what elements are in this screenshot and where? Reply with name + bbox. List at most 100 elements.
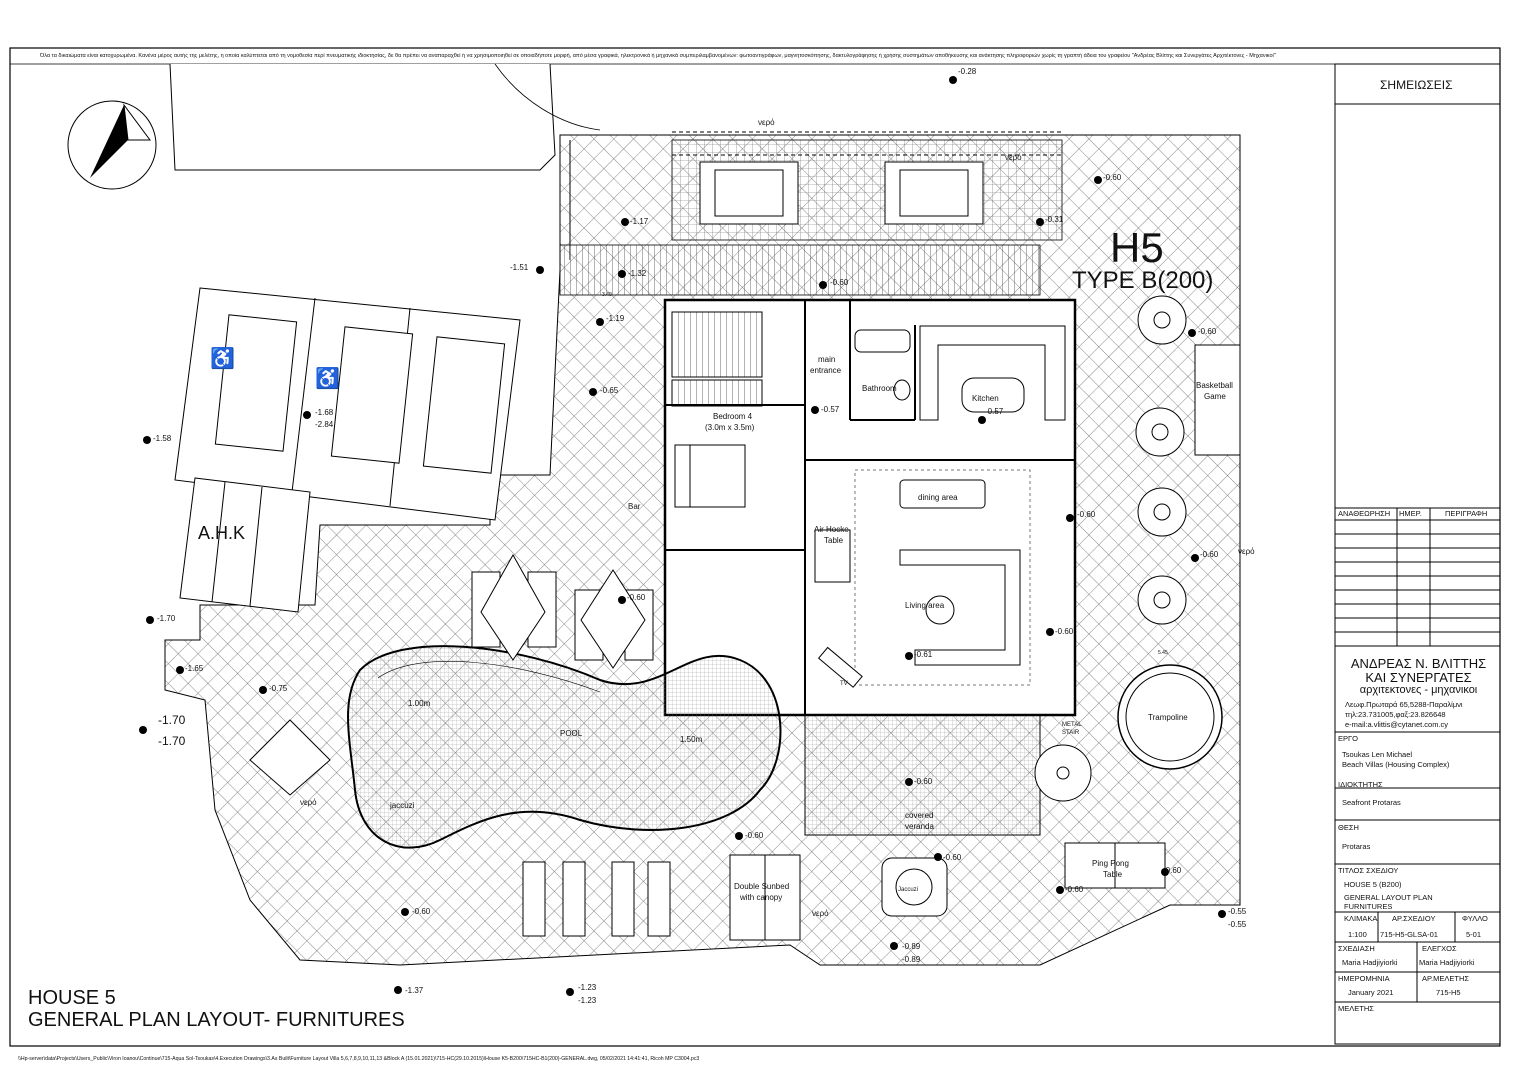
svg-text:Bedroom 4: Bedroom 4 bbox=[713, 412, 753, 421]
svg-text:-0.60: -0.60 bbox=[943, 853, 962, 862]
basketball-game bbox=[1194, 344, 1241, 456]
svg-text:Bar: Bar bbox=[628, 502, 641, 511]
svg-text:TV: TV bbox=[840, 681, 848, 687]
svg-text:-0.60: -0.60 bbox=[1055, 627, 1074, 636]
house-code: H5 bbox=[1110, 224, 1164, 271]
svg-text:-0.60: -0.60 bbox=[1103, 173, 1122, 182]
svg-text:-0.60: -0.60 bbox=[1065, 885, 1084, 894]
svg-text:νερό: νερό bbox=[758, 118, 775, 127]
svg-text:♿: ♿ bbox=[210, 346, 235, 370]
svg-text:Living area: Living area bbox=[905, 601, 945, 610]
svg-text:-1.65: -1.65 bbox=[185, 664, 204, 673]
owner-value: Seafront Protaras bbox=[1342, 798, 1401, 807]
revision-col-1: ΑΝΑΘΕΩΡΗΣΗ bbox=[1338, 509, 1391, 518]
svg-text:νερό: νερό bbox=[812, 909, 829, 918]
plan-labels: H5 TYPE B(200) Α.Η.Κ main entrance Bathr… bbox=[153, 67, 1255, 1005]
drawn-value: Maria Hadjiyiorki bbox=[1342, 958, 1398, 967]
svg-text:-0.60: -0.60 bbox=[412, 907, 431, 916]
svg-text:-1.51: -1.51 bbox=[510, 263, 529, 272]
svg-text:νερό: νερό bbox=[300, 798, 317, 807]
svg-text:-1.17: -1.17 bbox=[630, 217, 649, 226]
project-name-1: Tsoukas Len Michael bbox=[1342, 750, 1413, 759]
scale-value: 1:100 bbox=[1348, 930, 1367, 939]
firm-email: e-mail:a.vlittis@cytanet.com.cy bbox=[1345, 720, 1449, 729]
trees bbox=[1135, 295, 1187, 625]
title-block-frame bbox=[1334, 63, 1501, 1045]
svg-text:Ping Pong: Ping Pong bbox=[1092, 859, 1129, 868]
study-label: ΜΕΛΕΤΗΣ bbox=[1338, 1004, 1374, 1013]
drawing-no-value: 715-H5-GLSA-01 bbox=[1380, 930, 1438, 939]
left-parking-bays: ♿ ♿ bbox=[174, 287, 521, 521]
firm-phone: τηλ:23.731005,φαξ:23.826648 bbox=[1345, 710, 1446, 719]
revision-col-3: ΠΕΡΙΓΡΑΦΗ bbox=[1445, 509, 1488, 518]
covered-veranda bbox=[804, 714, 1041, 836]
svg-text:5.45: 5.45 bbox=[1158, 650, 1168, 656]
svg-text:-1.70: -1.70 bbox=[157, 614, 176, 623]
notes-header: ΣΗΜΕΙΩΣΕΙΣ bbox=[1380, 78, 1453, 92]
drawn-label: ΣΧΕΔΙΑΣΗ bbox=[1338, 944, 1375, 953]
drawing-title-label: ΤΙΤΛΟΣ ΣΧΕΔΙΟΥ bbox=[1338, 866, 1399, 875]
svg-text:dining area: dining area bbox=[918, 493, 958, 502]
revision-col-2: ΗΜΕΡ. bbox=[1399, 509, 1422, 518]
svg-text:-0.57: -0.57 bbox=[985, 407, 1004, 416]
svg-text:-0.60: -0.60 bbox=[627, 593, 646, 602]
firm-name-3: αρχιτεκτονες - μηχανικοι bbox=[1359, 684, 1478, 696]
project-label: ΕΡΓΟ bbox=[1338, 734, 1358, 743]
svg-text:-1.37: -1.37 bbox=[405, 986, 424, 995]
umbrellas bbox=[249, 553, 646, 796]
svg-text:-0.60: -0.60 bbox=[1198, 327, 1217, 336]
svg-text:-1.23: -1.23 bbox=[578, 996, 597, 1005]
svg-text:-0.60: -0.60 bbox=[1077, 510, 1096, 519]
firm-name-2: ΚΑΙ ΣΥΝΕΡΓΑΤΕΣ bbox=[1365, 670, 1472, 685]
svg-text:-1.32: -1.32 bbox=[628, 269, 647, 278]
scale-label: ΚΛΙΜΑΚΑ bbox=[1344, 914, 1378, 923]
checked-label: ΕΛΕΓΧΟΣ bbox=[1422, 944, 1457, 953]
location-value: Protaras bbox=[1342, 842, 1371, 851]
svg-text:-0.61: -0.61 bbox=[914, 650, 933, 659]
svg-text:νερό: νερό bbox=[1005, 153, 1022, 162]
checked-value: Maria Hadjiyiorki bbox=[1419, 958, 1475, 967]
svg-text:jaccuzi: jaccuzi bbox=[389, 801, 415, 810]
svg-text:Air Hocke: Air Hocke bbox=[814, 525, 849, 534]
house-footprint bbox=[663, 298, 1077, 717]
svg-text:-0.55: -0.55 bbox=[1228, 907, 1247, 916]
svg-text:-0.65: -0.65 bbox=[600, 386, 619, 395]
svg-text:POOL: POOL bbox=[560, 729, 583, 738]
svg-text:Trampoline: Trampoline bbox=[1148, 713, 1188, 722]
svg-text:-0.60: -0.60 bbox=[830, 278, 849, 287]
svg-text:-0.60: -0.60 bbox=[1200, 550, 1219, 559]
svg-text:-1.19: -1.19 bbox=[606, 314, 625, 323]
sheet-title: HOUSE 5 GENERAL PLAN LAYOUT- FURNITURES bbox=[28, 987, 405, 1031]
svg-text:Basketball: Basketball bbox=[1196, 381, 1233, 390]
svg-text:STAIR: STAIR bbox=[1062, 730, 1080, 736]
svg-text:-1.70: -1.70 bbox=[158, 713, 186, 727]
svg-text:(3.0m x 3.5m): (3.0m x 3.5m) bbox=[705, 423, 755, 432]
svg-text:Table: Table bbox=[824, 536, 844, 545]
firm-name-1: ΑΝΔΡΕΑΣ Ν. ΒΛΙΤΤΗΣ bbox=[1350, 656, 1487, 671]
drawing-title-1: HOUSE 5 (B200) bbox=[1344, 880, 1402, 889]
svg-text:♿: ♿ bbox=[315, 366, 340, 390]
sheet-label: ΦΥΛΛΟ bbox=[1462, 914, 1488, 923]
study-no-label: ΑΡ.ΜΕΛΕΤΗΣ bbox=[1422, 974, 1470, 983]
project-name-2: Beach Villas (Housing Complex) bbox=[1342, 760, 1450, 769]
svg-text:entrance: entrance bbox=[810, 366, 842, 375]
sheet-title-line-1: HOUSE 5 bbox=[28, 987, 116, 1009]
firm-address: Λεωφ.Πρωταρά 65,5288-Παραλίμνι bbox=[1345, 700, 1463, 709]
svg-text:-0.60: -0.60 bbox=[745, 831, 764, 840]
svg-text:-0.31: -0.31 bbox=[1045, 215, 1064, 224]
svg-text:veranda: veranda bbox=[905, 822, 934, 831]
date-value: January 2021 bbox=[1348, 988, 1394, 997]
svg-text:Game: Game bbox=[1204, 392, 1226, 401]
drawing-title-3: FURNITURES bbox=[1344, 902, 1393, 911]
svg-text:-1.23: -1.23 bbox=[578, 983, 597, 992]
svg-text:-0.57: -0.57 bbox=[821, 405, 840, 414]
svg-text:METAL: METAL bbox=[1062, 722, 1082, 728]
aik-label: Α.Η.Κ bbox=[198, 523, 245, 543]
svg-text:-0.60: -0.60 bbox=[1163, 866, 1182, 875]
svg-text:Table: Table bbox=[1103, 870, 1123, 879]
svg-text:-0.75: -0.75 bbox=[269, 684, 288, 693]
study-no-value: 715-H5 bbox=[1436, 988, 1461, 997]
svg-text:Kitchen: Kitchen bbox=[972, 394, 999, 403]
svg-text:1.00m: 1.00m bbox=[408, 699, 431, 708]
